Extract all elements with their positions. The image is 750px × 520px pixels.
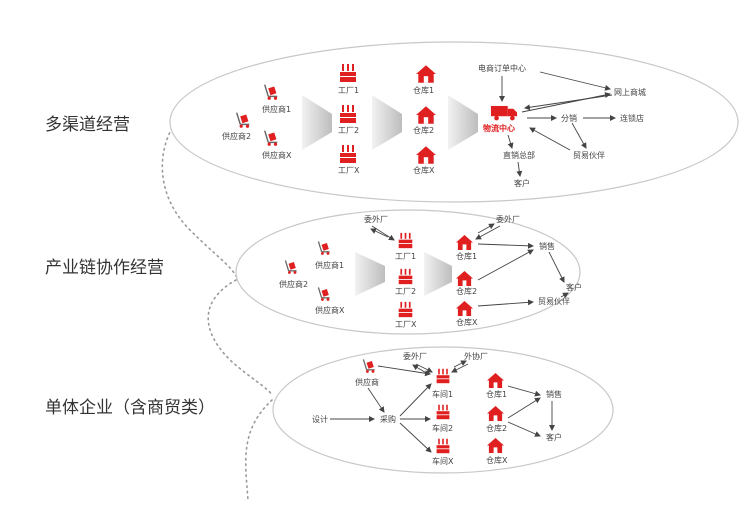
funnel-shape bbox=[448, 95, 478, 150]
factory-icon bbox=[340, 145, 356, 163]
factory-x-label: 工厂X bbox=[338, 166, 360, 175]
arrow bbox=[477, 223, 495, 234]
customer-label: 客户 bbox=[546, 432, 562, 442]
arrow bbox=[516, 161, 523, 177]
customer-label: 客户 bbox=[514, 178, 530, 188]
supplier-2-label: 供应商2 bbox=[279, 279, 308, 289]
arrow bbox=[371, 225, 395, 241]
factory-icon bbox=[398, 301, 413, 318]
warehouse-2-label: 仓库2 bbox=[486, 423, 507, 433]
tier-ellipse bbox=[235, 209, 581, 335]
arrow bbox=[507, 421, 541, 437]
supplier-1-label: 供应商1 bbox=[262, 104, 291, 114]
warehouse-x-label: 仓库X bbox=[486, 455, 508, 465]
factory-icon bbox=[436, 404, 450, 420]
arrow bbox=[377, 365, 431, 377]
tier-multichannel: 多渠道经营 供应商2 供应商1 供应商X 工厂1 工厂2 工厂X 仓库1 仓库2… bbox=[45, 41, 739, 203]
direct-sales-hq-label: 直销总部 bbox=[503, 150, 535, 160]
tier-connector-top bbox=[161, 127, 237, 277]
funnel-shape bbox=[355, 252, 385, 296]
arrow bbox=[571, 122, 587, 149]
arrow bbox=[477, 242, 534, 249]
arrow bbox=[529, 127, 571, 151]
arrow bbox=[560, 292, 569, 299]
design-label: 设计 bbox=[312, 414, 328, 424]
distribution-label: 分销 bbox=[561, 113, 577, 123]
supplier-x-label: 供应商X bbox=[262, 150, 292, 160]
cooperating-factory-label: 外协厂 bbox=[464, 351, 488, 361]
sales-label: 销售 bbox=[546, 389, 562, 399]
supplier-1-label: 供应商1 bbox=[315, 260, 344, 270]
factory-1-label: 工厂1 bbox=[338, 86, 359, 95]
arrow bbox=[507, 385, 541, 397]
warehouse-x-label: 仓库X bbox=[413, 165, 435, 175]
arrow bbox=[548, 251, 565, 283]
warehouse-2-label: 仓库2 bbox=[456, 286, 477, 296]
arrow bbox=[367, 387, 385, 413]
factory-icon bbox=[436, 438, 450, 454]
purchasing-label: 采购 bbox=[380, 414, 396, 424]
arrow bbox=[477, 299, 534, 307]
arrow bbox=[507, 134, 514, 149]
warehouse-1-label: 仓库1 bbox=[486, 389, 507, 399]
factory-icon bbox=[340, 64, 356, 82]
logistics-center-label: 物流中心 bbox=[483, 123, 515, 133]
warehouse-x-label: 仓库X bbox=[456, 317, 478, 327]
arrow bbox=[370, 228, 389, 238]
tier-title: 单体企业（含商贸类） bbox=[45, 398, 215, 418]
warehouse-1-label: 仓库1 bbox=[413, 85, 434, 95]
warehouse-2-label: 仓库2 bbox=[413, 125, 434, 135]
trade-partner-label: 贸易伙伴 bbox=[573, 150, 605, 160]
funnel-shape bbox=[372, 95, 402, 150]
outsourced-factory-label: 委外厂 bbox=[496, 214, 520, 224]
trade-partner-label: 贸易伙伴 bbox=[538, 296, 570, 306]
factory-2-label: 工厂2 bbox=[338, 126, 359, 135]
funnel-shape bbox=[302, 95, 332, 150]
factory-x-label: 工厂X bbox=[395, 320, 417, 329]
workshop-1-label: 车间1 bbox=[432, 389, 453, 399]
arrow bbox=[412, 364, 429, 375]
arrow bbox=[399, 422, 432, 453]
tier-title: 产业链协作经营 bbox=[45, 258, 164, 278]
ecommerce-order-center-label: 电商订单中心 bbox=[478, 63, 526, 73]
factory-1-label: 工厂1 bbox=[395, 252, 416, 261]
tier-single-enterprise: 单体企业（含商贸类） 供应商 委外厂 外协厂 设计 采购 车间1 车间2 车间X… bbox=[45, 346, 614, 474]
factory-icon bbox=[340, 105, 356, 123]
factory-icon bbox=[398, 232, 413, 249]
arrow bbox=[539, 71, 611, 91]
supplier-2-label: 供应商2 bbox=[222, 131, 251, 141]
factory-icon bbox=[436, 368, 450, 384]
funnel-shape bbox=[424, 252, 452, 296]
factory-2-label: 工厂2 bbox=[395, 287, 416, 296]
arrow bbox=[507, 397, 541, 419]
factory-icon bbox=[398, 268, 413, 285]
warehouse-1-label: 仓库1 bbox=[456, 251, 477, 261]
arrow bbox=[475, 225, 501, 240]
tier-connector-bottom bbox=[245, 399, 273, 501]
arrow bbox=[399, 383, 432, 417]
supplier-label: 供应商 bbox=[355, 377, 379, 387]
chain-store-label: 连锁店 bbox=[620, 113, 644, 123]
arrow bbox=[521, 92, 611, 113]
workshop-x-label: 车间X bbox=[432, 456, 454, 466]
tier-industry-chain: 产业链协作经营 委外厂 委外厂 供应商2 供应商1 供应商X 工厂1 工厂2 工… bbox=[45, 209, 582, 335]
arrow bbox=[453, 360, 467, 368]
customer-label: 客户 bbox=[566, 282, 582, 292]
tier-title: 多渠道经营 bbox=[45, 115, 130, 135]
outsourced-factory-label: 委外厂 bbox=[403, 351, 427, 361]
outsourced-factory-label: 委外厂 bbox=[364, 214, 388, 224]
online-mall-label: 网上商城 bbox=[614, 87, 646, 97]
workshop-2-label: 车间2 bbox=[432, 423, 453, 433]
arrow bbox=[477, 249, 534, 281]
sales-label: 销售 bbox=[539, 241, 555, 251]
tier-connector-middle bbox=[207, 279, 273, 396]
supplier-x-label: 供应商X bbox=[315, 305, 345, 315]
arrow bbox=[524, 94, 613, 111]
